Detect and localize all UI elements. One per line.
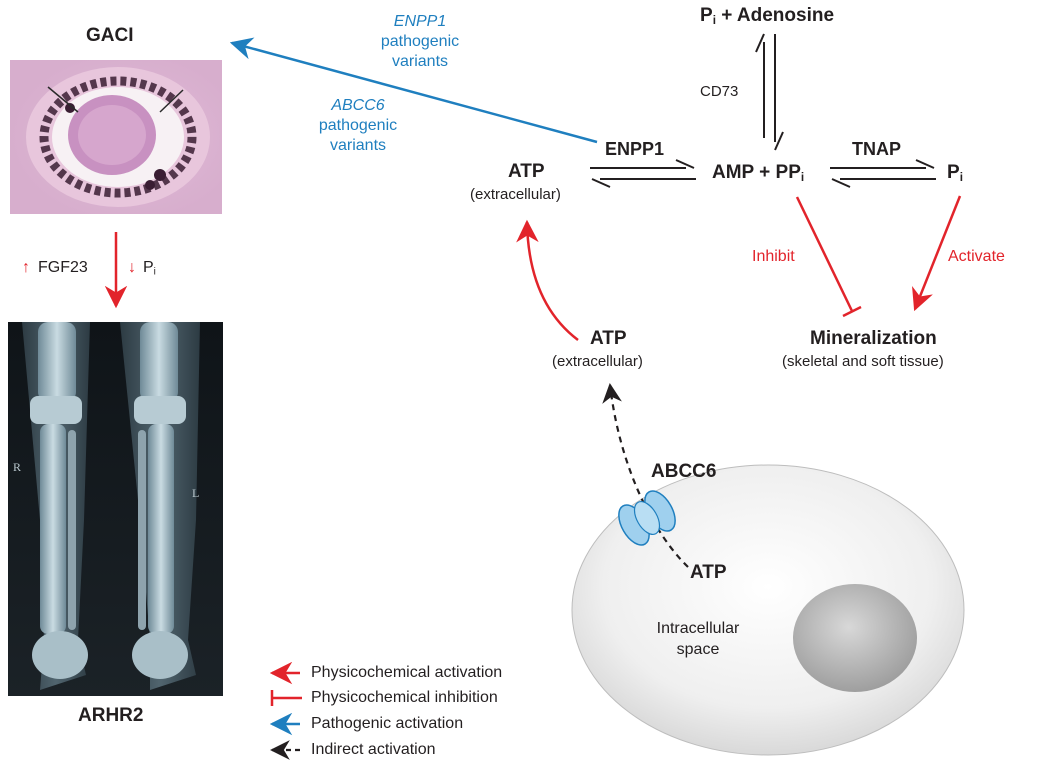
activate-label: Activate bbox=[948, 248, 1005, 265]
tnap-equilibrium-arrows bbox=[830, 159, 936, 188]
indirect-activation-arrow bbox=[602, 383, 689, 568]
down-arrow-glyph: ↓ bbox=[128, 259, 136, 276]
enpp1-label: ENPP1 bbox=[605, 139, 665, 159]
xray-marker-l: L bbox=[192, 486, 200, 500]
mineralization-label: Mineralization bbox=[810, 328, 937, 349]
intracellular-space-label: Intracellular space bbox=[656, 620, 740, 658]
atp-upper-label: ATP bbox=[508, 161, 545, 182]
arhr2-xray-image bbox=[8, 322, 223, 696]
legend-label-inhibition: Physicochemical inhibition bbox=[311, 689, 498, 706]
inhibit-label: Inhibit bbox=[752, 248, 795, 265]
abcc6-label: ABCC6 bbox=[651, 461, 717, 482]
atp-lower-label: ATP bbox=[590, 328, 627, 349]
legend-markers bbox=[269, 661, 302, 760]
fgf23-label: FGF23 bbox=[38, 259, 88, 276]
amp-ppi-label: AMP + PPi bbox=[712, 162, 805, 184]
abcc6-variants-label: ABCC6 pathogenic variants bbox=[318, 97, 398, 154]
pathogenic-activation-arrow bbox=[229, 37, 598, 144]
gaci-histology-image bbox=[10, 60, 222, 214]
gaci-title: GACI bbox=[86, 25, 134, 46]
enpp1-variants-label: ENPP1 pathogenic variants bbox=[380, 13, 460, 70]
pi-adenosine-label: Pi + Adenosine bbox=[700, 5, 835, 27]
pi-label: Pi bbox=[143, 259, 156, 278]
pi-product-label: Pi bbox=[947, 162, 963, 184]
atp-lower-extracellular: (extracellular) bbox=[552, 353, 643, 370]
legend-label-indirect: Indirect activation bbox=[311, 741, 436, 758]
tnap-label: TNAP bbox=[852, 139, 901, 159]
legend-label-activation: Physicochemical activation bbox=[311, 664, 503, 681]
atp-upper-extracellular: (extracellular) bbox=[470, 186, 561, 203]
mineralization-subtitle: (skeletal and soft tissue) bbox=[782, 353, 944, 370]
up-arrow-glyph: ↑ bbox=[22, 259, 30, 276]
cd73-equilibrium-arrows bbox=[755, 33, 784, 151]
inhibition-arrow bbox=[795, 196, 862, 318]
cd73-label: CD73 bbox=[700, 83, 739, 100]
abcc6-transporter-icon bbox=[618, 490, 676, 546]
atp-release-arrow bbox=[516, 219, 579, 341]
enpp1-equilibrium-arrows bbox=[590, 159, 696, 188]
atp-intracellular-label: ATP bbox=[690, 562, 727, 583]
xray-marker-r: R bbox=[13, 460, 22, 474]
arhr2-title: ARHR2 bbox=[78, 705, 144, 726]
legend-label-pathogenic: Pathogenic activation bbox=[311, 715, 464, 732]
nucleus bbox=[793, 584, 917, 692]
activation-arrow bbox=[912, 195, 962, 312]
